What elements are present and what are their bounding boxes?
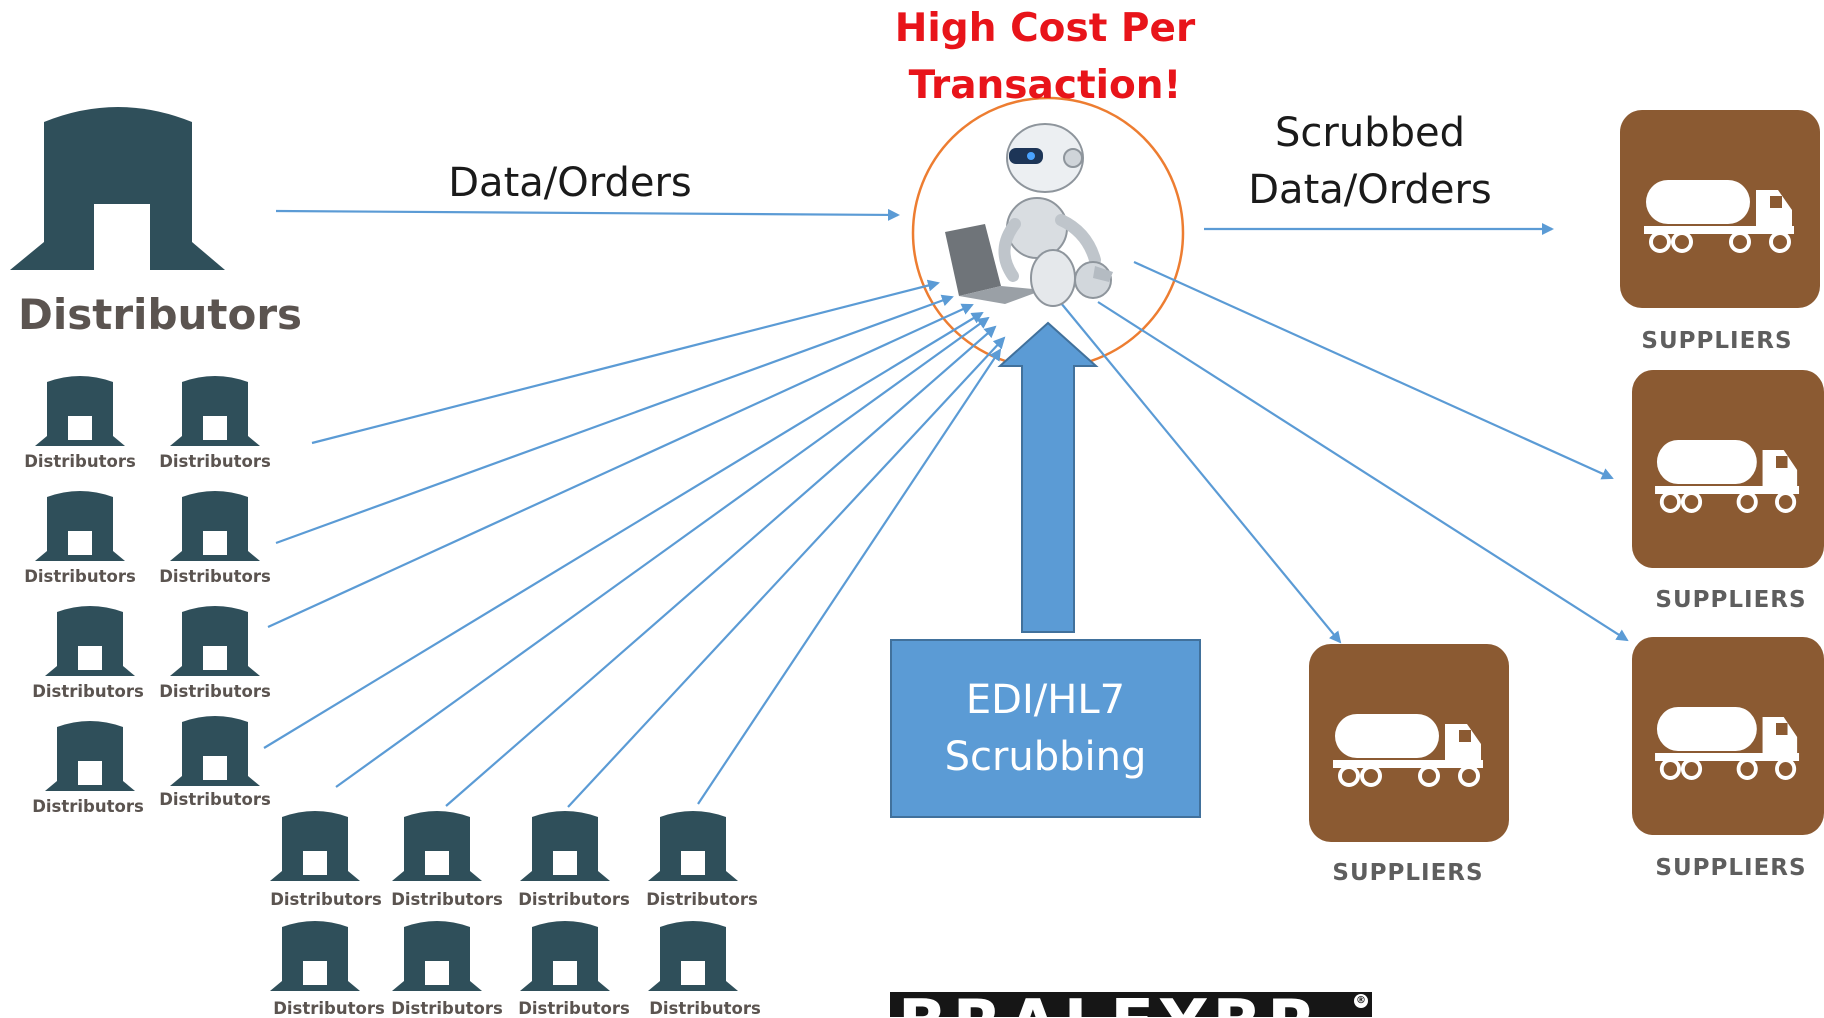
distributor-small-label: Distributors [518, 890, 630, 909]
edi-box-line-2: Scrubbing [944, 733, 1147, 780]
distributor-small-icon [170, 376, 260, 446]
distributor-main-icon [10, 107, 225, 270]
distributor-small-label: Distributors [391, 999, 503, 1018]
distributor-small-label: Distributors [24, 452, 136, 471]
distributor-small-label: Distributors [159, 567, 271, 586]
distributor-small-label: Distributors [32, 682, 144, 701]
tanker-truck-icon [1333, 714, 1483, 787]
tanker-truck-icon [1655, 707, 1800, 780]
distributor-main-label: Distributors [18, 290, 303, 339]
arrow-dist-4 [263, 311, 984, 749]
arrow-dist-1 [311, 279, 940, 445]
arrow-dist-5 [335, 316, 990, 788]
distributor-small-icon [170, 606, 260, 676]
distributor-small-icon [35, 376, 125, 446]
distributor-small-icon [170, 716, 260, 786]
supplier-tile [1620, 110, 1820, 308]
brand-logo-text: BRALEYBR [898, 992, 1323, 1017]
arrow-supplier-lower [1097, 301, 1629, 642]
edi-box-line-1: EDI/HL7 [965, 676, 1126, 723]
arrow-supplier-middle [1133, 260, 1614, 480]
registered-mark-icon: ® [1354, 994, 1368, 1008]
arrow-dist-3 [267, 303, 974, 629]
tanker-truck-icon [1644, 180, 1794, 253]
edi-up-arrow [997, 321, 1099, 633]
arrow-dist-7 [567, 336, 1006, 808]
distributor-small-label: Distributors [159, 452, 271, 471]
outbound-label-line-2: Data/Orders [1248, 167, 1492, 213]
brand-logo: BRALEYBR ® [890, 992, 1372, 1017]
arrow-dist-6 [445, 325, 997, 807]
distributor-small-icon [648, 921, 738, 991]
robot-with-laptop-icon [945, 123, 1113, 307]
supplier-label: SUPPLIERS [1641, 328, 1793, 354]
distributor-small-icon [270, 921, 360, 991]
distributor-small-icon [520, 811, 610, 881]
distributor-small-label: Distributors [646, 890, 758, 909]
distributor-small-icon [45, 721, 135, 791]
distributor-small-icon [392, 811, 482, 881]
distributor-small-label: Distributors [24, 567, 136, 586]
warning-line-1: High Cost Per [894, 6, 1196, 51]
distributor-small-label: Distributors [159, 790, 271, 809]
distributor-small-label: Distributors [391, 890, 503, 909]
arrow-supplier-bottom [1055, 296, 1342, 644]
supplier-tile [1632, 370, 1824, 568]
supplier-tile [1309, 644, 1509, 842]
distributor-small-icon [35, 491, 125, 561]
warning-text: High Cost Per Transaction! [860, 0, 1230, 114]
distributor-small-label: Distributors [649, 999, 761, 1018]
distributor-small-label: Distributors [32, 797, 144, 816]
arrow-dist-8 [697, 348, 1002, 805]
tanker-truck-icon [1655, 440, 1800, 513]
distributor-small-label: Distributors [159, 682, 271, 701]
distributor-small-label: Distributors [270, 890, 382, 909]
arrow-dist-2 [275, 294, 954, 545]
distributor-small-icon [270, 811, 360, 881]
supplier-label: SUPPLIERS [1332, 860, 1484, 886]
distributor-small-icon [45, 606, 135, 676]
distributor-small-icon [520, 921, 610, 991]
distributor-small-icon [170, 491, 260, 561]
distributor-small-icon [648, 811, 738, 881]
outbound-label: Scrubbed Data/Orders [1240, 105, 1500, 219]
distributor-small-icon [392, 921, 482, 991]
outbound-label-line-1: Scrubbed [1275, 110, 1465, 156]
distributor-small-label: Distributors [518, 999, 630, 1018]
supplier-label: SUPPLIERS [1655, 587, 1807, 613]
supplier-label: SUPPLIERS [1655, 855, 1807, 881]
supplier-tile [1632, 637, 1824, 835]
arrow-main-inbound [275, 208, 900, 221]
edi-scrubbing-box: EDI/HL7 Scrubbing [890, 639, 1201, 818]
warning-line-2: Transaction! [908, 63, 1182, 108]
inbound-label: Data/Orders [448, 160, 692, 206]
distributor-small-label: Distributors [273, 999, 385, 1018]
